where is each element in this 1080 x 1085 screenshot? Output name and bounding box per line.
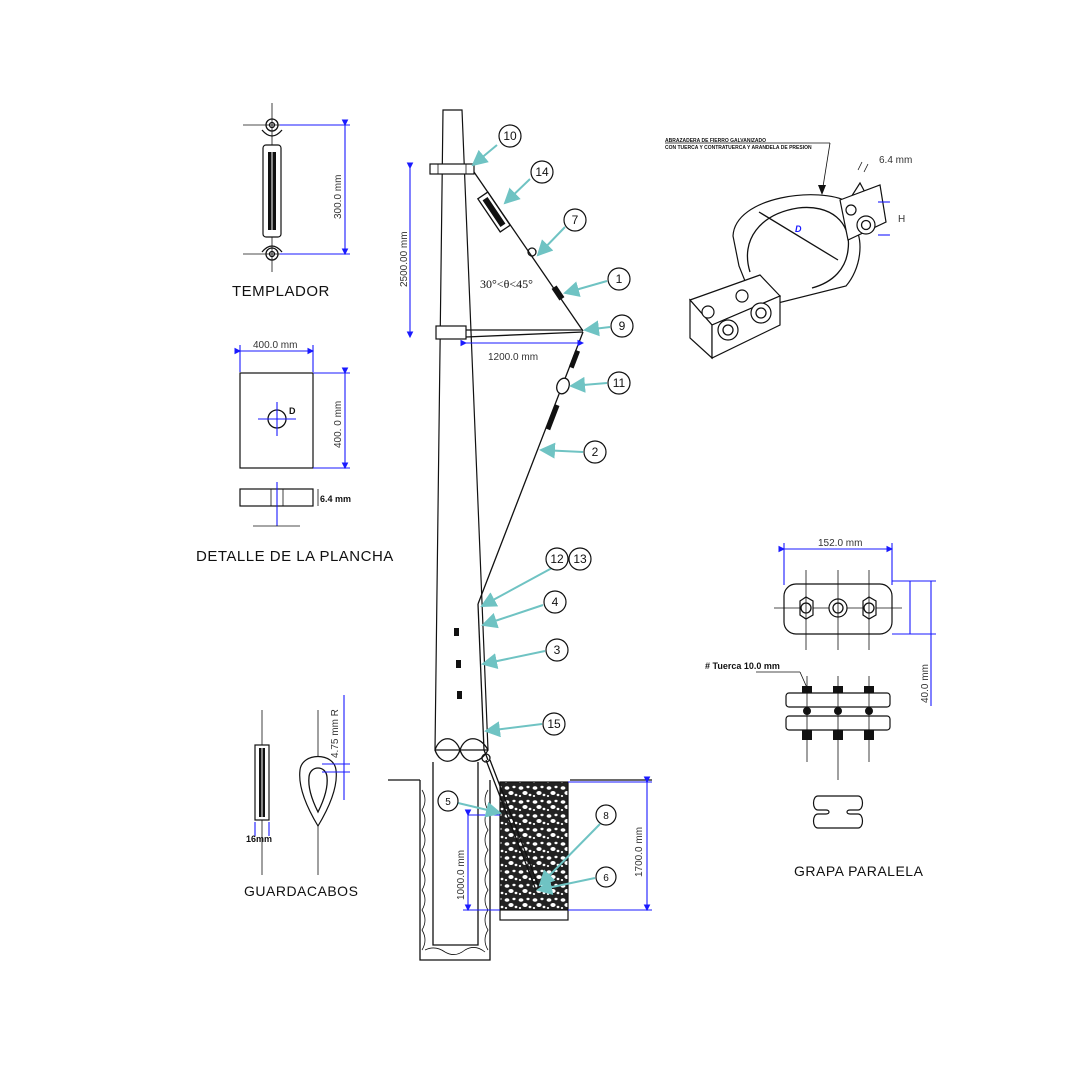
pole-assembly: 2500.00 mm 1200.0 mm 30°<θ<45° 1000.0 mm… (388, 109, 652, 961)
anchor-plate (499, 909, 569, 921)
svg-text:10: 10 (503, 129, 517, 143)
callout-11: 11 (569, 371, 631, 395)
svg-text:6: 6 (603, 873, 609, 884)
svg-text:1: 1 (616, 272, 623, 286)
callout-12-13: 12 13 (480, 547, 592, 607)
pole-top-clamp (429, 163, 475, 175)
svg-text:3: 3 (554, 643, 561, 657)
svg-text:14: 14 (535, 165, 549, 179)
callout-1: 1 (563, 267, 631, 297)
anchor-rod (485, 759, 537, 891)
plancha-height-dimension: 400. 0 mm (333, 401, 344, 448)
guardacabos-thimble (299, 756, 337, 828)
plancha-thickness-dimension: 6.4 mm (320, 494, 351, 504)
lower-guy-wire (477, 331, 584, 605)
svg-text:15: 15 (547, 717, 561, 731)
plancha-detail: 400.0 mm D 400. 0 mm 6.4 mm DETALLE DE L… (196, 340, 394, 565)
abrazadera-height-label: H (898, 214, 905, 225)
guardacabos-detail: 16mm 4.75 mm R GUARDACABOS (244, 695, 358, 899)
clamp-strap (732, 181, 869, 305)
anchor-pit-gravel (499, 781, 569, 911)
callout-14: 14 (503, 160, 554, 205)
pole-height-dimension: 2500.00 mm (399, 231, 410, 287)
grapa-profile (812, 795, 864, 829)
templador-title: TEMPLADOR (232, 283, 330, 300)
svg-text:12: 12 (550, 552, 564, 566)
clamp-bolt-2 (750, 302, 772, 324)
grapa-width-dimension: 152.0 mm (818, 538, 862, 549)
abrazadera-diameter-label: D (795, 224, 802, 234)
callout-7: 7 (536, 208, 587, 257)
grapa-paralela-detail: 152.0 mm 40.0 mm # Tuerca 10.0 mm (705, 538, 936, 879)
abrazadera-note-line2: CON TUERCA Y CONTRATUERCA Y ARANDELA DE … (665, 145, 812, 151)
guardacabos-title: GUARDACABOS (244, 883, 358, 899)
grapa-nut-label: # Tuerca 10.0 mm (705, 661, 780, 671)
svg-text:4: 4 (552, 595, 559, 609)
svg-text:9: 9 (619, 319, 626, 333)
callout-2: 2 (539, 440, 607, 464)
abrazadera-note-line1: ABRAZADERA DE FIERRO GALVANIZADO (665, 138, 766, 144)
callout-10: 10 (471, 124, 522, 167)
guy-angle-label: 30°<θ<45° (480, 277, 533, 291)
pit-depth-dimension: 1700.0 mm (634, 827, 645, 877)
clamp-bolt-1 (717, 319, 739, 341)
svg-text:7: 7 (572, 213, 579, 227)
abrazadera-detail: ABRAZADERA DE FIERRO GALVANIZADO CON TUE… (665, 138, 912, 360)
abrazadera-thickness-dimension: 6.4 mm (879, 155, 912, 166)
grapa-title: GRAPA PARALELA (794, 863, 924, 879)
callout-8: 8 (538, 804, 617, 887)
plancha-hole-label: D (289, 406, 296, 416)
plancha-title: DETALLE DE LA PLANCHA (196, 548, 394, 565)
grapa-height-dimension: 40.0 mm (920, 664, 931, 703)
callout-15: 15 (484, 712, 566, 738)
anchor-depth-dimension: 1000.0 mm (456, 850, 467, 900)
strain-insulator (556, 377, 570, 395)
guardacabos-width-dimension: 16mm (246, 834, 272, 844)
svg-text:13: 13 (573, 552, 587, 566)
guy-thimble-upper (527, 247, 537, 257)
svg-text:8: 8 (603, 811, 609, 822)
crossarm-length-dimension: 1200.0 mm (488, 352, 538, 363)
pole-arm-clamp (435, 325, 467, 340)
callout-4: 4 (481, 590, 567, 629)
callout-5: 5 (437, 790, 502, 818)
svg-text:11: 11 (613, 376, 626, 390)
templador-height-dimension: 300.0 mm (333, 175, 344, 219)
templador-detail: 300.0 mm TEMPLADOR (232, 103, 350, 300)
svg-text:5: 5 (445, 797, 451, 808)
clamp-bolt-3 (856, 215, 876, 235)
guy-guard (477, 603, 485, 751)
svg-text:2: 2 (592, 445, 599, 459)
callout-6: 6 (536, 866, 617, 895)
plancha-width-dimension: 400.0 mm (253, 340, 297, 351)
callout-3: 3 (481, 638, 569, 669)
callout-9: 9 (583, 314, 634, 338)
guardacabos-radius-dimension: 4.75 mm R (330, 709, 341, 758)
